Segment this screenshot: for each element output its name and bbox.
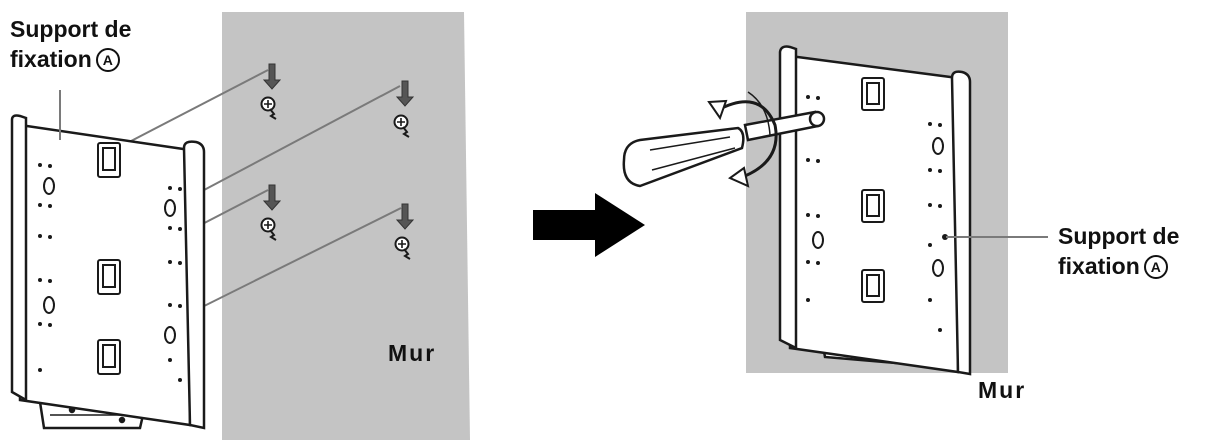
bracket-label-line2: fixation bbox=[10, 46, 92, 72]
wall-label-left: Mur bbox=[388, 340, 437, 366]
rotation-arrow-icon bbox=[707, 91, 778, 188]
circled-letter-icon: A bbox=[95, 48, 120, 72]
screwdriver-icon bbox=[622, 110, 826, 188]
bracket-label-line1: Support de bbox=[10, 16, 132, 42]
right-arrow-icon bbox=[533, 193, 645, 257]
wall-left bbox=[222, 12, 470, 440]
bracket-label-line2: fixation bbox=[1058, 253, 1140, 279]
bracket-label-line1: Support de bbox=[1058, 223, 1180, 249]
bracket-slots bbox=[812, 77, 944, 303]
bracket-slots bbox=[43, 142, 176, 375]
circled-letter-icon: A bbox=[1143, 255, 1168, 279]
wall-label-right: Mur bbox=[978, 377, 1027, 403]
